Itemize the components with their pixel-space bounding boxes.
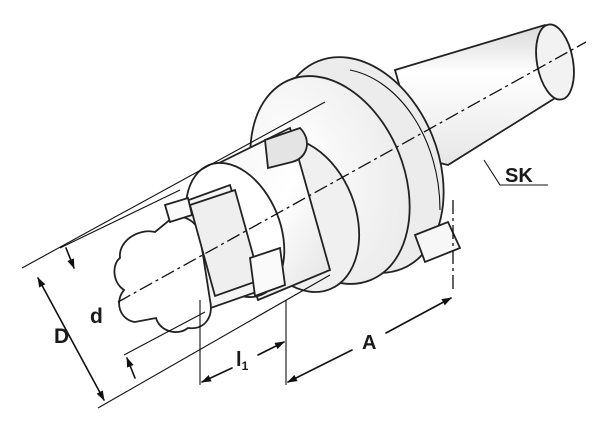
dimension-a — [287, 200, 454, 383]
dimension-l1 — [199, 300, 287, 385]
taper-leader — [483, 159, 548, 186]
label-outer-diameter: D — [54, 325, 69, 348]
label-length-l1: l1 — [236, 349, 249, 373]
label-inner-diameter: d — [90, 305, 103, 328]
label-taper: SK — [505, 165, 533, 187]
cross-key-head — [113, 183, 286, 333]
label-length-a: A — [362, 332, 376, 354]
dimension-d-inner — [65, 247, 136, 379]
dimension-d-outer — [37, 277, 105, 401]
diameter-extension-lines — [21, 101, 331, 409]
